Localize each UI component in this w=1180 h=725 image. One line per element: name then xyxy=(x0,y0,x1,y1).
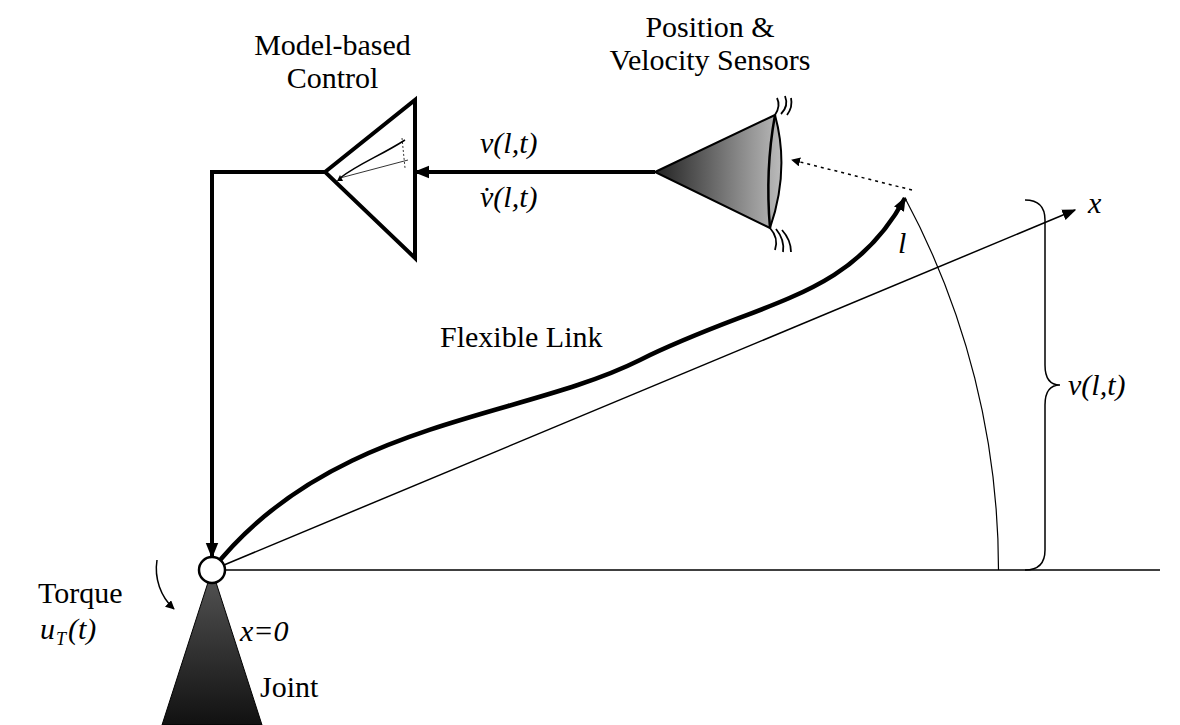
sensor-lens xyxy=(768,115,775,228)
deflection-brace xyxy=(1025,200,1060,570)
joint-pin xyxy=(199,557,225,583)
amplifier-triangle xyxy=(325,100,415,258)
node-label: Position & Velocity Sensors xyxy=(595,10,825,76)
axis-label: x xyxy=(1088,186,1101,219)
flexible-link xyxy=(212,198,905,570)
torque-label: Torque xyxy=(38,576,123,609)
model-sketch xyxy=(340,140,405,178)
tip-arc xyxy=(905,198,999,570)
signal-label: v(l,t) xyxy=(480,126,537,159)
origin-label: x=0 xyxy=(240,614,289,647)
reference-line xyxy=(226,569,1160,571)
x-axis xyxy=(224,210,1075,565)
signal-label: v̇(l,t) xyxy=(480,180,537,213)
torque-subscript: T xyxy=(56,630,66,650)
signal-connector xyxy=(212,172,325,557)
control-amplifier: Model-based Control xyxy=(240,28,425,268)
sensor-mount-top xyxy=(775,96,792,115)
sensor-unit: Position & Velocity Sensors xyxy=(595,10,825,270)
sensor-cone xyxy=(655,115,781,228)
node-label: Model-based Control xyxy=(240,28,425,94)
torque-arrow xyxy=(156,560,174,609)
part-label: Flexible Link xyxy=(440,320,602,353)
deflection-label: v(l,t) xyxy=(1068,368,1125,401)
signal-connector xyxy=(415,170,655,174)
sensor-mount-bottom xyxy=(770,228,791,252)
torque-symbol: (t) xyxy=(68,612,96,645)
model-sketch-axis xyxy=(340,160,408,178)
length-label: l xyxy=(898,226,906,259)
node-label: Joint xyxy=(260,670,335,703)
model-sketch-joint xyxy=(337,175,343,181)
model-sketch-arc xyxy=(402,138,405,168)
joint-base xyxy=(162,570,262,725)
torque-symbol: u xyxy=(40,612,55,645)
sensing-ray xyxy=(792,160,912,190)
